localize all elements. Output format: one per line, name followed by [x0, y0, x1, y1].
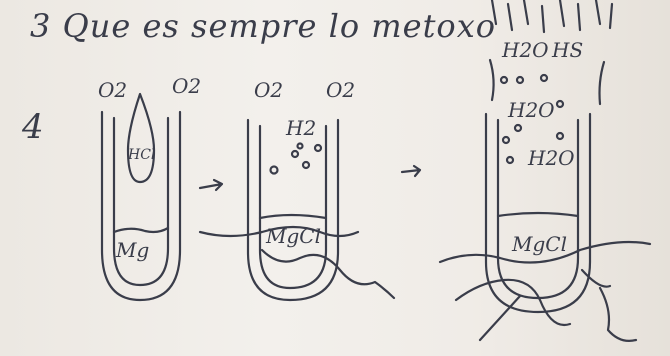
tube2-gas-right: O2 — [326, 80, 355, 100]
step-number: 4 — [22, 110, 44, 144]
tube1-gas-left: O2 — [98, 80, 127, 100]
page-title: 3 Que es sempre lo metoxo — [30, 10, 496, 42]
tube2-h2-label: H2 — [286, 118, 316, 138]
tube1-gas-right: O2 — [172, 76, 201, 96]
tube3-vapor-2: HS — [552, 40, 583, 60]
tube3-vapor-4: H2O — [528, 148, 575, 168]
tube3-mgcl-label: MgCl — [512, 234, 567, 254]
tube3-vapor-1: H2O — [502, 40, 549, 60]
tube2-gas-left: O2 — [254, 80, 283, 100]
tube3-vapor-3: H2O — [508, 100, 555, 120]
tube1-mg-label: Mg — [116, 240, 149, 260]
arrow-2 — [402, 166, 420, 176]
hcl-drop — [128, 94, 154, 182]
arrow-1 — [200, 180, 222, 190]
test-tube-2 — [200, 120, 394, 300]
tube1-hcl-label: HCl — [128, 148, 155, 162]
test-tube-1 — [102, 94, 180, 300]
tube2-mgcl-label: MgCl — [266, 226, 321, 246]
